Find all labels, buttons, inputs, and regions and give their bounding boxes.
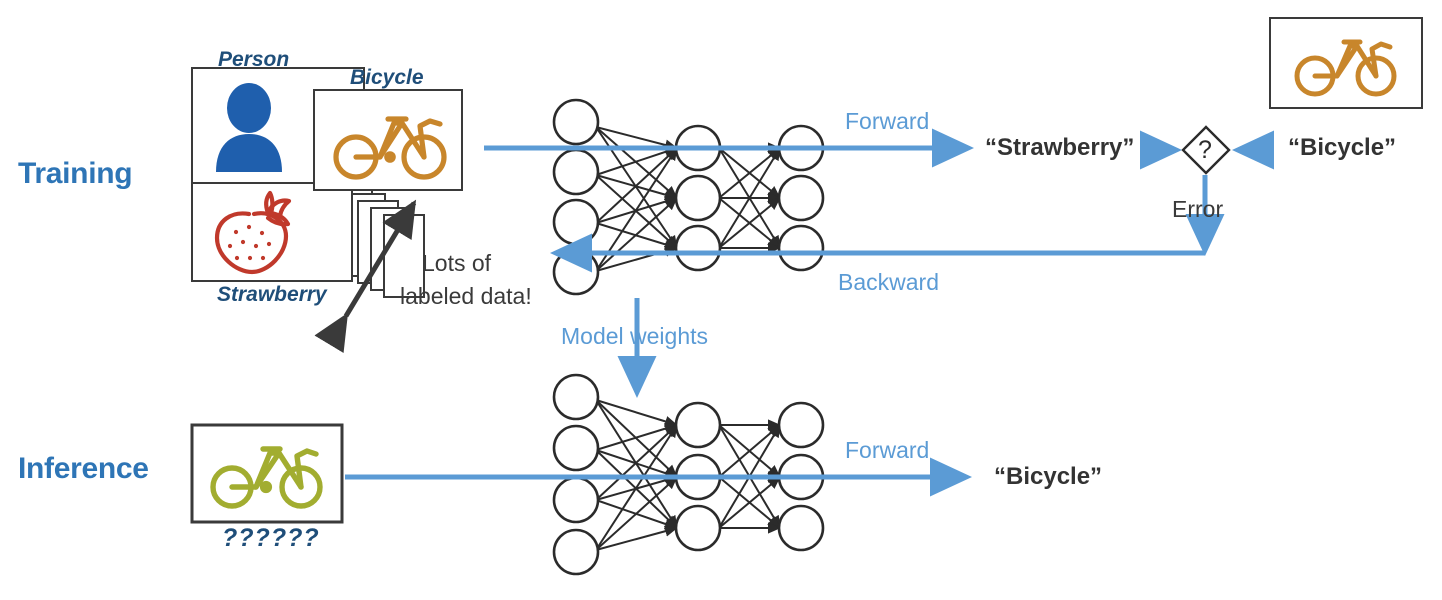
data-note-line-1: Lots of [422,250,492,276]
inference-query-label: ?????? [222,524,320,552]
card-label-strawberry: Strawberry [217,283,327,306]
training-backward-label: Backward [838,269,939,295]
card-label-person: Person [218,48,290,71]
ground-truth-text: “Bicycle” [1288,134,1397,161]
error-label: Error [1172,196,1224,222]
inference-forward-label: Forward [845,437,930,463]
bicycle-icon [333,116,447,180]
training-card-strawberry [191,182,353,282]
training-network-nodes [552,98,825,296]
model-weights-label: Model weights [561,323,709,349]
data-volume-arrow [314,199,417,354]
strawberry-seeds [227,224,272,261]
training-card-bicycle [313,89,463,191]
inference-query-card [190,423,344,524]
inference-prediction-text: “Bicycle” [994,463,1103,490]
person-icon [216,83,282,172]
comparator-diamond [1181,125,1231,175]
strawberry-icon [214,190,292,275]
comparator-question-mark: ? [1198,136,1212,164]
data-note-line-2: labeled data! [400,283,532,309]
training-network-edges [595,126,781,272]
bicycle-icon [1294,39,1397,97]
ground-truth-card [1269,17,1423,109]
training-forward-label: Forward [845,108,930,134]
card-label-bicycle: Bicycle [350,66,424,89]
training-prediction-text: “Strawberry” [985,134,1135,161]
section-title-training: Training [18,157,133,190]
section-title-inference: Inference [18,452,149,485]
bicycle-icon [210,446,323,509]
inference-network-nodes [552,373,825,576]
